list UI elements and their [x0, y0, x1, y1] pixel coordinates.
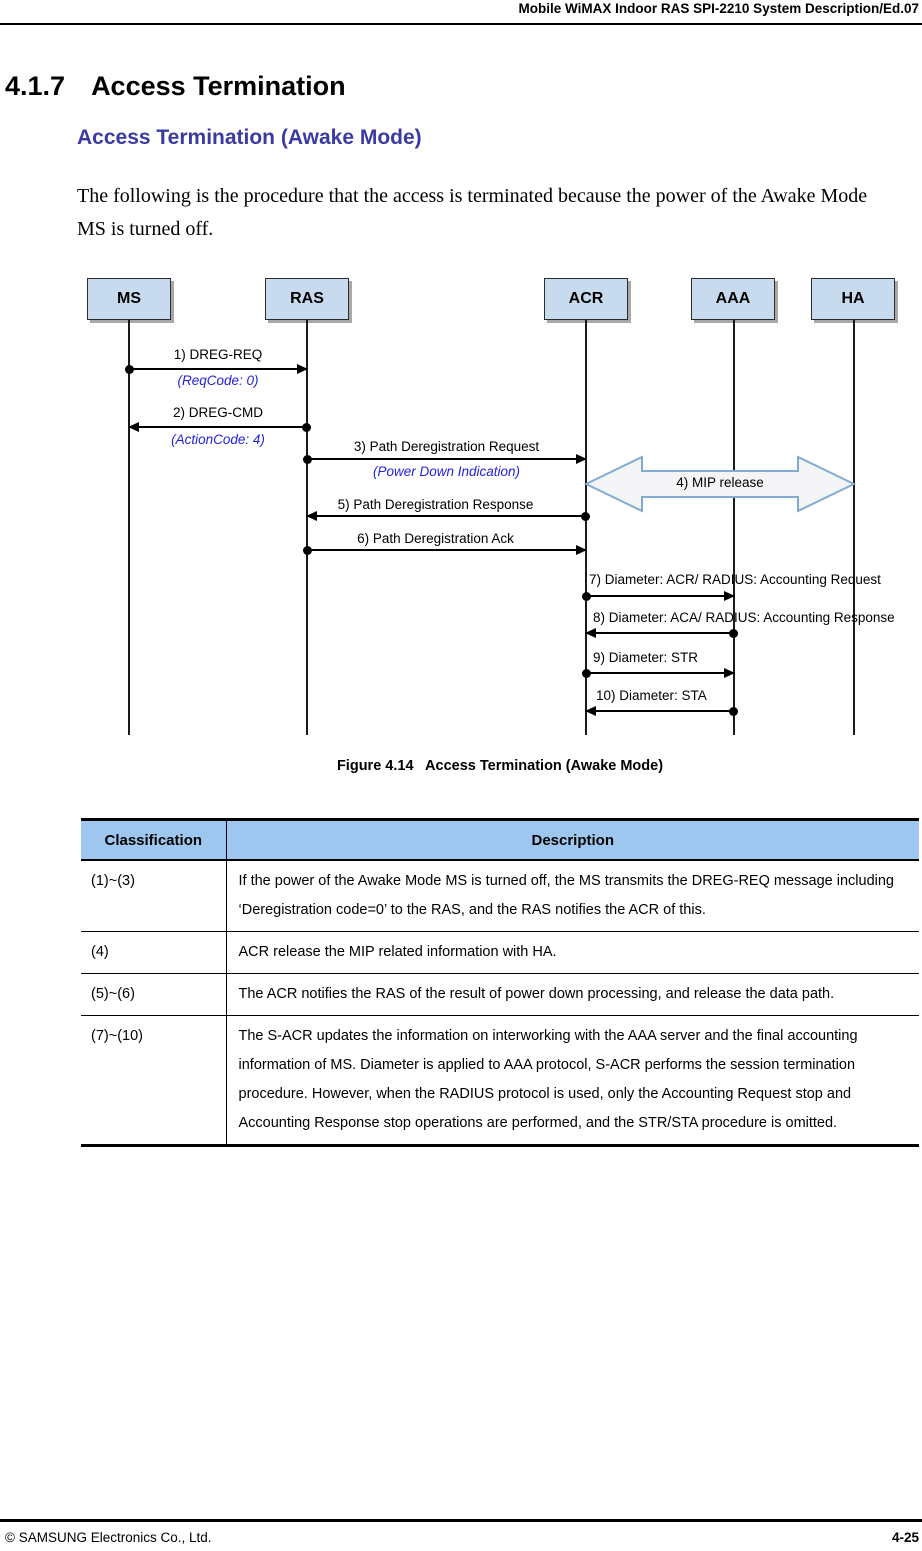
message-arrow-5	[306, 510, 590, 521]
column-header-classification: Classification	[81, 819, 227, 861]
message-label-2: 2) DREG-CMD	[173, 405, 263, 420]
classification-cell: (1)~(3)	[81, 860, 227, 932]
table-row: (7)~(10) The S-ACR updates the informati…	[81, 1015, 919, 1146]
entity-box-ras: RAS	[265, 278, 349, 320]
section-title: Access Termination	[91, 71, 346, 101]
lifeline-ms	[128, 320, 130, 735]
lifeline-ras	[306, 320, 308, 735]
lifeline-ha	[853, 320, 855, 735]
message-origin-dot	[302, 422, 311, 432]
sequence-diagram: MS RAS ACR AAA HA 4) MIP release 1) DREG…	[0, 278, 922, 748]
arrowhead-right-icon	[576, 453, 587, 464]
classification-cell: (4)	[81, 931, 227, 974]
message-origin-dot	[581, 511, 590, 521]
classification-cell: (5)~(6)	[81, 973, 227, 1016]
arrowhead-right-icon	[724, 590, 735, 601]
message-label-9: 9) Diameter: STR	[593, 650, 699, 665]
section-number: 4.1.7	[5, 71, 66, 101]
message-arrow-9	[582, 667, 735, 678]
message-param-1: (ReqCode: 0)	[177, 373, 259, 388]
footer-copyright: © SAMSUNG Electronics Co., Ltd.	[5, 1530, 212, 1545]
lifeline-aaa	[733, 320, 735, 735]
message-origin-dot	[125, 364, 134, 374]
subsection-heading: Access Termination (Awake Mode)	[77, 126, 422, 149]
page-header-title: Mobile WiMAX Indoor RAS SPI-2210 System …	[518, 1, 919, 16]
message-label-10: 10) Diameter: STA	[596, 688, 707, 703]
description-cell: The ACR notifies the RAS of the result o…	[226, 973, 919, 1016]
arrowhead-right-icon	[576, 544, 587, 555]
message-arrow-7	[582, 590, 735, 601]
description-cell: ACR release the MIP related information …	[226, 931, 919, 974]
table-row: (5)~(6) The ACR notifies the RAS of the …	[81, 973, 919, 1016]
table-header-row: Classification Description	[81, 819, 919, 861]
message-label-7: 7) Diameter: ACR/ RADIUS: Accounting Req…	[589, 572, 881, 587]
message-origin-dot	[729, 628, 738, 638]
intro-paragraph: The following is the procedure that the …	[77, 185, 868, 240]
lifeline-acr	[585, 320, 587, 735]
entity-box-ms: MS	[87, 278, 171, 320]
message-origin-dot	[582, 668, 591, 678]
message-arrow-8	[585, 627, 738, 638]
message-arrow-1	[125, 363, 308, 374]
arrowhead-left-icon	[128, 421, 139, 432]
message-arrow-10	[585, 705, 738, 716]
section-heading: 4.1.7 Access Termination	[5, 71, 346, 102]
description-table: Classification Description (1)~(3) If th…	[81, 818, 919, 1147]
message-label-8: 8) Diameter: ACA/ RADIUS: Accounting Res…	[593, 610, 895, 625]
message-label-4: 4) MIP release	[676, 475, 764, 490]
description-cell: If the power of the Awake Mode MS is tur…	[238, 873, 895, 918]
footer-page-number: 4-25	[891, 1530, 919, 1545]
message-origin-dot	[582, 591, 591, 601]
arrowhead-right-icon	[297, 363, 308, 374]
entity-box-aaa: AAA	[691, 278, 775, 320]
message-param-2: (ActionCode: 4)	[171, 432, 265, 447]
message-arrow-6	[303, 544, 587, 555]
table-row: (4) ACR release the MIP related informat…	[81, 931, 919, 974]
mip-release-double-arrow-icon	[584, 455, 856, 513]
entity-box-ha: HA	[811, 278, 895, 320]
message-origin-dot	[729, 706, 738, 716]
arrowhead-left-icon	[585, 705, 596, 716]
figure-caption: Figure 4.14 Access Termination (Awake Mo…	[336, 758, 664, 774]
message-origin-dot	[303, 454, 312, 464]
arrowhead-left-icon	[306, 510, 317, 521]
message-arrow-3	[303, 453, 587, 464]
message-label-1: 1) DREG-REQ	[173, 347, 263, 362]
message-param-3: (Power Down Indication)	[372, 464, 521, 479]
arrowhead-left-icon	[585, 627, 596, 638]
footer-rule	[0, 1519, 922, 1522]
message-label-5: 5) Path Deregistration Response	[337, 497, 534, 512]
entity-box-acr: ACR	[544, 278, 628, 320]
column-header-description: Description	[226, 819, 919, 861]
table-row: (1)~(3) If the power of the Awake Mode M…	[81, 860, 919, 932]
message-label-3: 3) Path Deregistration Request	[353, 439, 540, 454]
classification-cell: (7)~(10)	[81, 1015, 227, 1146]
message-label-6: 6) Path Deregistration Ack	[357, 531, 514, 546]
header-rule	[0, 23, 922, 25]
arrowhead-right-icon	[724, 667, 735, 678]
message-origin-dot	[303, 545, 312, 555]
message-arrow-2	[128, 421, 311, 432]
description-cell: The S-ACR updates the information on int…	[226, 1015, 919, 1146]
